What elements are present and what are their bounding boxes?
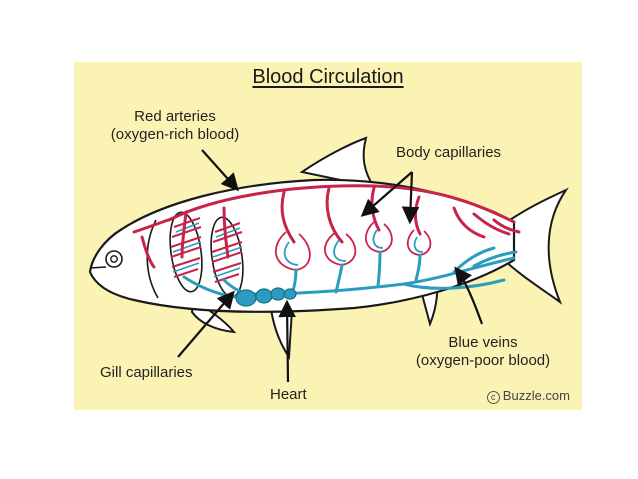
diagram-panel: Blood Circulation Red arteries (oxygen-r… — [74, 62, 582, 410]
tail-fin — [503, 187, 569, 305]
dorsal-fin — [299, 136, 377, 189]
arrow-heart — [278, 299, 296, 383]
body-capillaries-label: Body capillaries — [396, 144, 502, 161]
blue-veins-label: Blue veins (oxygen-poor blood) — [415, 334, 551, 369]
annotation-arrows — [177, 149, 484, 383]
arrow-gill-capillaries — [177, 290, 235, 358]
red-arteries-label: Red arteries (oxygen-rich blood) — [110, 108, 240, 143]
pupil — [110, 255, 118, 263]
heart-label: Heart — [270, 386, 307, 403]
diagram-title: Blood Circulation — [252, 66, 404, 88]
arrow-body-capillaries-1 — [360, 171, 413, 217]
copyright-icon: c — [486, 391, 500, 404]
mouth — [89, 266, 107, 269]
arrow-blue-veins — [454, 266, 484, 325]
arrow-red-arteries — [201, 149, 239, 192]
heart-shape — [235, 287, 297, 307]
red-arteries-network — [132, 184, 521, 269]
fish-diagram — [88, 136, 569, 383]
arrow-body-capillaries-2 — [401, 171, 420, 225]
gill-capillaries-label: Gill capillaries — [100, 364, 193, 381]
gill-line — [146, 219, 159, 299]
